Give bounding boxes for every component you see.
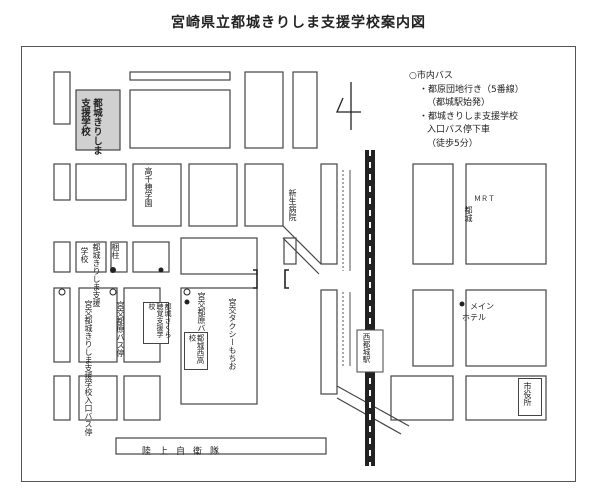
block bbox=[320, 163, 338, 265]
place-label: ＭＲＴ bbox=[474, 195, 495, 203]
block bbox=[123, 375, 161, 421]
sakuragaoka-box bbox=[143, 302, 169, 344]
block bbox=[412, 289, 454, 367]
place-label: 宮交タクシーもちお bbox=[228, 298, 237, 370]
bus-line: （都城駅始発） bbox=[427, 98, 491, 108]
jsdf-label: 陸上自衛隊 bbox=[142, 447, 228, 457]
bus-stop-label: 宮交都城きりしま支援学校入口バス停 bbox=[84, 300, 93, 436]
page-title: 宮崎県立都城きりしま支援学校案内図 bbox=[171, 15, 426, 31]
marker-dot bbox=[110, 267, 116, 273]
block bbox=[78, 287, 118, 363]
block bbox=[110, 241, 128, 273]
school-label: 都城きりしま bbox=[91, 98, 102, 155]
bus-header: ○市内バス bbox=[409, 71, 453, 81]
marker-dot bbox=[158, 267, 164, 273]
marker-dot bbox=[459, 301, 465, 307]
north-arrow-icon bbox=[336, 82, 361, 130]
block bbox=[75, 163, 127, 201]
block bbox=[244, 71, 284, 149]
bus-stop-circle bbox=[183, 288, 191, 296]
block bbox=[53, 71, 71, 125]
bus-stop-label: 宮交都原バス停 bbox=[116, 301, 125, 357]
bus-info: ○市内バス ・都原団地行き（5番線） （都城駅始発） ・都城きりしま支援学校 入… bbox=[409, 70, 524, 151]
place-label: メイン bbox=[470, 302, 494, 311]
station-box bbox=[356, 329, 384, 373]
block bbox=[292, 71, 318, 149]
place-label: ホテル bbox=[462, 313, 486, 322]
city-hall-box bbox=[518, 378, 542, 416]
bus-line: ・都原団地行き（5番線） bbox=[419, 84, 524, 95]
block bbox=[75, 241, 107, 273]
bus-stop-label: 宮交都原バス停 bbox=[197, 292, 206, 348]
railway bbox=[342, 150, 375, 466]
block bbox=[53, 287, 71, 363]
marker-dot bbox=[184, 299, 190, 305]
place-label: 梱柱 bbox=[111, 243, 120, 259]
block bbox=[465, 289, 547, 367]
place-label: 都城きりしま支援 bbox=[92, 243, 101, 307]
bus-stop-markers bbox=[253, 269, 289, 289]
nishi-koukou-box bbox=[184, 332, 208, 370]
place-label: 都城さくら聴覚支援学校 bbox=[148, 303, 172, 338]
block bbox=[320, 289, 338, 395]
block bbox=[412, 163, 454, 265]
bus-line: （徒歩5分） bbox=[427, 138, 478, 149]
bus-stop-circle bbox=[109, 288, 117, 296]
place-label: 都城西高校 bbox=[188, 334, 205, 364]
block bbox=[129, 71, 231, 81]
place-label: 新生病院 bbox=[288, 189, 297, 221]
station-label: 西都城駅 bbox=[362, 333, 371, 363]
block bbox=[244, 163, 284, 227]
block bbox=[53, 241, 71, 273]
bus-line: 入口バス停下車 bbox=[427, 125, 491, 135]
block bbox=[78, 375, 118, 421]
school-block bbox=[75, 89, 121, 151]
diagonal-road bbox=[282, 225, 410, 435]
block bbox=[465, 163, 547, 265]
block bbox=[53, 163, 71, 201]
school-label: 支援学校 bbox=[79, 98, 90, 136]
block bbox=[129, 89, 231, 149]
bus-line: ・都城きりしま支援学校 bbox=[419, 111, 519, 122]
block bbox=[283, 237, 297, 265]
block bbox=[188, 163, 238, 227]
place-label: 高千穂学園 bbox=[144, 167, 153, 207]
jsdf-block bbox=[115, 437, 327, 455]
bus-stop-circle bbox=[58, 288, 66, 296]
block bbox=[53, 375, 71, 421]
block bbox=[390, 375, 454, 421]
map-frame bbox=[21, 46, 576, 482]
place-label: 市役所 bbox=[523, 382, 532, 406]
block bbox=[180, 237, 258, 275]
block bbox=[132, 163, 182, 227]
block bbox=[132, 241, 170, 273]
place-label: 都城 bbox=[464, 206, 473, 222]
place-label: 学校 bbox=[80, 247, 89, 263]
